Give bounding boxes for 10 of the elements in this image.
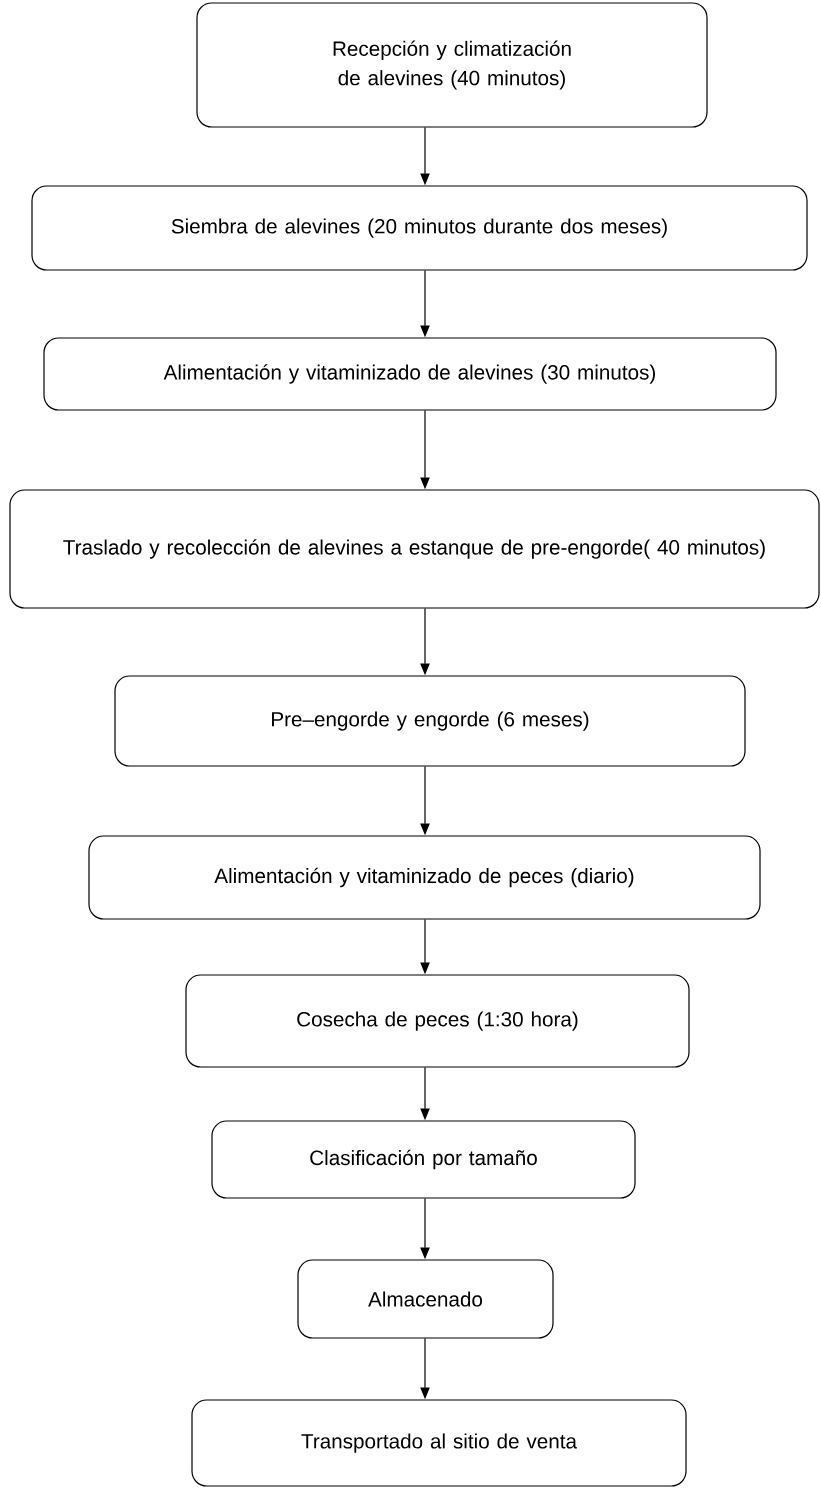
process-box: Traslado y recolección de alevines a estanque de pre-engorde( 40 minutos) [9,489,820,609]
process-box: Clasificación por tamaño [211,1120,636,1199]
process-box: Alimentación y vitaminizado de alevines (30 minutos) [43,337,777,411]
process-box: Recepción y climatización de alevines (40 minutos) [196,2,708,128]
process-box: Almacenado [297,1259,554,1339]
process-box: Pre–engorde y engorde (6 meses) [114,675,746,767]
process-box: Cosecha de peces (1:30 hora) [185,974,690,1068]
process-box: Siembra de alevines (20 minutos durante dos meses) [31,185,808,271]
process-box: Transportado al sitio de venta [191,1399,687,1487]
process-box: Alimentación y vitaminizado de peces (diario) [88,835,761,920]
